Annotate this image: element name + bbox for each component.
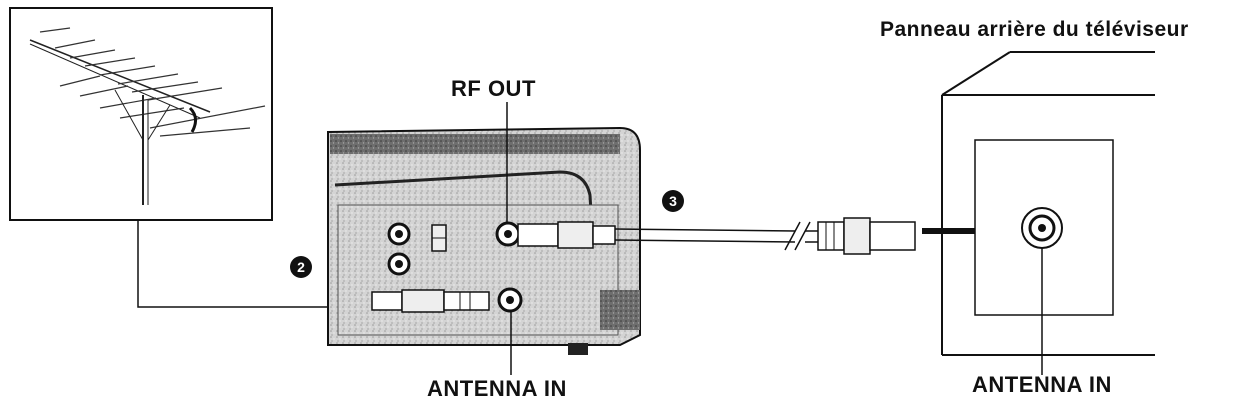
- vcr-antenna-in-label: ANTENNA IN: [427, 376, 567, 401]
- antenna-in-plug: [371, 289, 490, 313]
- rf-out-label: RF OUT: [451, 76, 536, 101]
- tv-rear-panel: [941, 51, 1155, 356]
- tv-side-plug: [817, 217, 916, 255]
- step-3-badge: 3: [662, 190, 684, 212]
- vcr-rear-panel: [327, 126, 641, 355]
- antenna-cable: [137, 220, 330, 308]
- tv-rear-panel-label: Panneau arrière du téléviseur: [880, 18, 1189, 41]
- rf-out-plug: [517, 221, 616, 249]
- coax-cable: [614, 221, 820, 251]
- step-2-badge: 2: [290, 256, 312, 278]
- tv-antenna-in-label: ANTENNA IN: [972, 372, 1112, 397]
- antenna-illustration: [9, 7, 273, 221]
